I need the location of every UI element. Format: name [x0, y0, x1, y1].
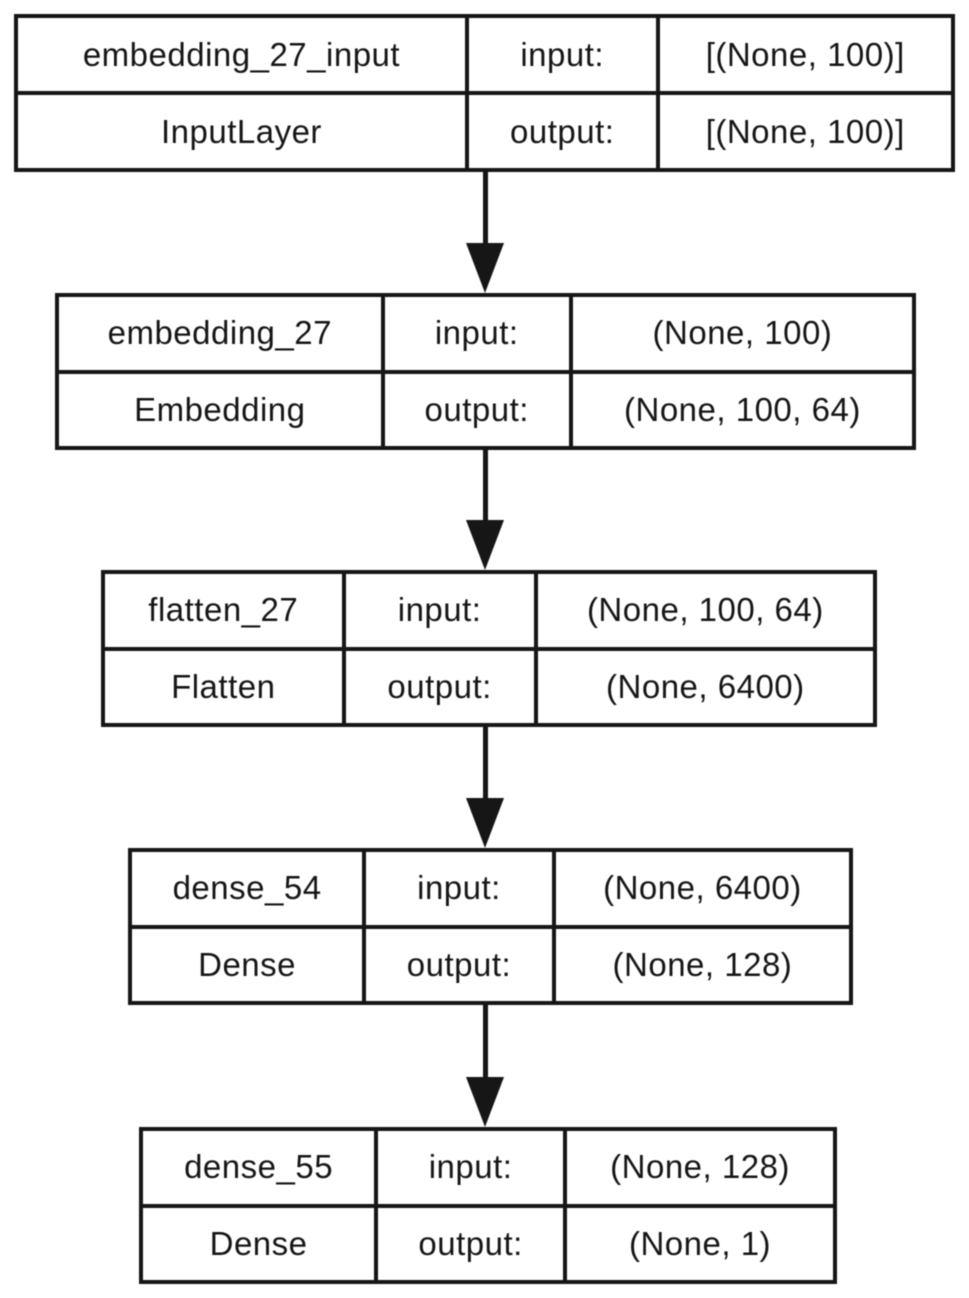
output-shape: (None, 6400): [537, 650, 873, 723]
layer-name: flatten_27: [105, 574, 342, 647]
layer-class: Flatten: [105, 650, 342, 723]
input-shape: (None, 6400): [555, 852, 849, 925]
layer-name: embedding_27_input: [18, 18, 465, 91]
arrow-line: [482, 450, 488, 520]
layer-node-dense-54: dense_54 input: (None, 6400) Dense outpu…: [128, 848, 853, 1005]
output-label: output:: [366, 928, 552, 1001]
layer-class: InputLayer: [18, 95, 465, 168]
output-shape: (None, 1): [567, 1207, 833, 1280]
output-label: output:: [378, 1207, 564, 1280]
layer-class: Dense: [143, 1207, 375, 1280]
input-label: input:: [384, 297, 569, 370]
arrow-head-icon: [466, 520, 504, 570]
input-shape: (None, 128): [567, 1131, 833, 1204]
input-label: input:: [366, 852, 552, 925]
flow-arrow: [466, 450, 504, 570]
output-shape: [(None, 100)]: [659, 95, 951, 168]
flow-arrow: [466, 1005, 504, 1127]
layer-class: Embedding: [59, 373, 381, 446]
flow-arrow: [466, 727, 504, 848]
layer-node-embedding-27: embedding_27 input: (None, 100) Embeddin…: [55, 293, 916, 450]
input-label: input:: [345, 574, 534, 647]
input-shape: [(None, 100)]: [659, 18, 951, 91]
output-shape: (None, 100, 64): [572, 373, 912, 446]
layer-node-flatten-27: flatten_27 input: (None, 100, 64) Flatte…: [101, 570, 877, 727]
arrow-line: [482, 727, 488, 798]
input-label: input:: [378, 1131, 564, 1204]
flow-arrow: [466, 172, 504, 293]
output-label: output:: [345, 650, 534, 723]
layer-node-dense-55: dense_55 input: (None, 128) Dense output…: [139, 1127, 837, 1284]
arrow-line: [482, 1005, 488, 1077]
layer-name: embedding_27: [59, 297, 381, 370]
arrow-head-icon: [466, 243, 504, 293]
input-label: input:: [468, 18, 656, 91]
arrow-head-icon: [466, 1077, 504, 1127]
arrow-head-icon: [466, 798, 504, 848]
layer-node-embedding-27-input: embedding_27_input input: [(None, 100)] …: [14, 14, 955, 172]
arrow-line: [482, 172, 488, 243]
layer-name: dense_54: [132, 852, 363, 925]
input-shape: (None, 100): [572, 297, 912, 370]
layer-name: dense_55: [143, 1131, 375, 1204]
input-shape: (None, 100, 64): [537, 574, 873, 647]
layer-class: Dense: [132, 928, 363, 1001]
output-shape: (None, 128): [555, 928, 849, 1001]
output-label: output:: [468, 95, 656, 168]
output-label: output:: [384, 373, 569, 446]
